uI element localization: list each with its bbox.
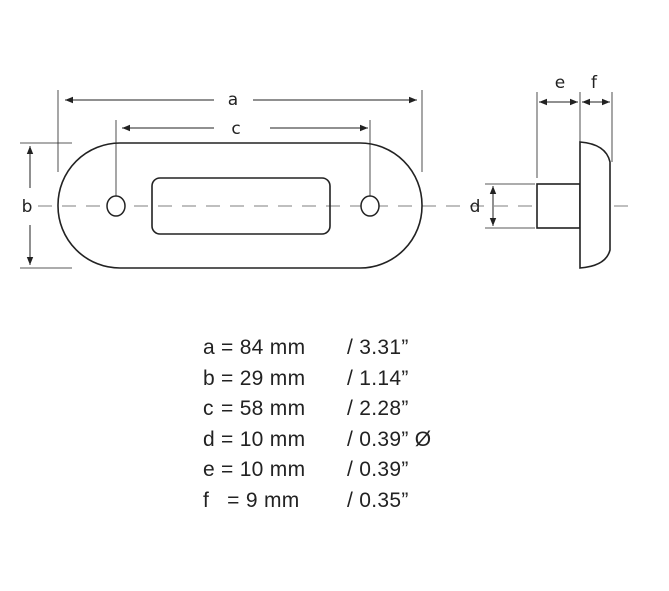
side-view-head <box>579 141 611 269</box>
spec-imperial: / 0.35” <box>347 488 409 512</box>
spec-row-e: e = 10 mm / 0.39” <box>203 455 431 486</box>
dimension-arrows <box>26 96 610 265</box>
spec-key: e <box>203 458 215 481</box>
label-f: f <box>591 73 598 93</box>
spec-row-f: f = 9 mm / 0.35” <box>203 486 431 517</box>
spec-imperial: / 0.39” <box>347 458 409 481</box>
spec-metric: = 10 mm <box>221 427 306 451</box>
extension-lines <box>20 90 613 269</box>
spec-key: c <box>203 397 214 420</box>
spec-key: f <box>203 488 210 512</box>
spec-metric: = 29 mm <box>221 366 306 390</box>
side-view-stem <box>536 183 581 229</box>
dimension-specs: a = 84 mm / 3.31” b= 29 mm / 1.14” c = 58 mm… <box>203 333 431 516</box>
label-d: d <box>470 197 481 217</box>
spec-row-c: c = 58 mm / 2.28” <box>203 394 431 425</box>
spec-imperial: / 0.39” <box>347 427 409 451</box>
spec-metric: = 9 mm <box>221 488 300 512</box>
spec-metric: = 84 mm <box>221 336 306 359</box>
spec-metric: = 10 mm <box>221 458 306 481</box>
plate-outline <box>57 142 423 269</box>
spec-row-d: d= 10 mm / 0.39” Ø <box>203 425 431 456</box>
spec-imperial: / 1.14” <box>347 366 409 390</box>
spec-key: b <box>203 366 215 390</box>
spec-row-a: a = 84 mm / 3.31” <box>203 333 431 364</box>
label-b: b <box>22 197 33 217</box>
spec-imperial: / 2.28” <box>347 397 409 420</box>
spec-row-b: b= 29 mm / 1.14” <box>203 364 431 395</box>
window-outline <box>151 177 331 235</box>
diameter-symbol-icon: Ø <box>414 427 432 451</box>
spec-key: d <box>203 427 215 451</box>
mounting-hole-left <box>106 195 126 217</box>
label-e: e <box>555 73 565 93</box>
spec-key: a <box>203 336 215 359</box>
spec-imperial: / 3.31” <box>347 336 409 359</box>
label-c: c <box>231 119 240 139</box>
label-a: a <box>228 90 238 110</box>
spec-metric: = 58 mm <box>221 397 306 420</box>
mounting-hole-right <box>360 195 380 217</box>
